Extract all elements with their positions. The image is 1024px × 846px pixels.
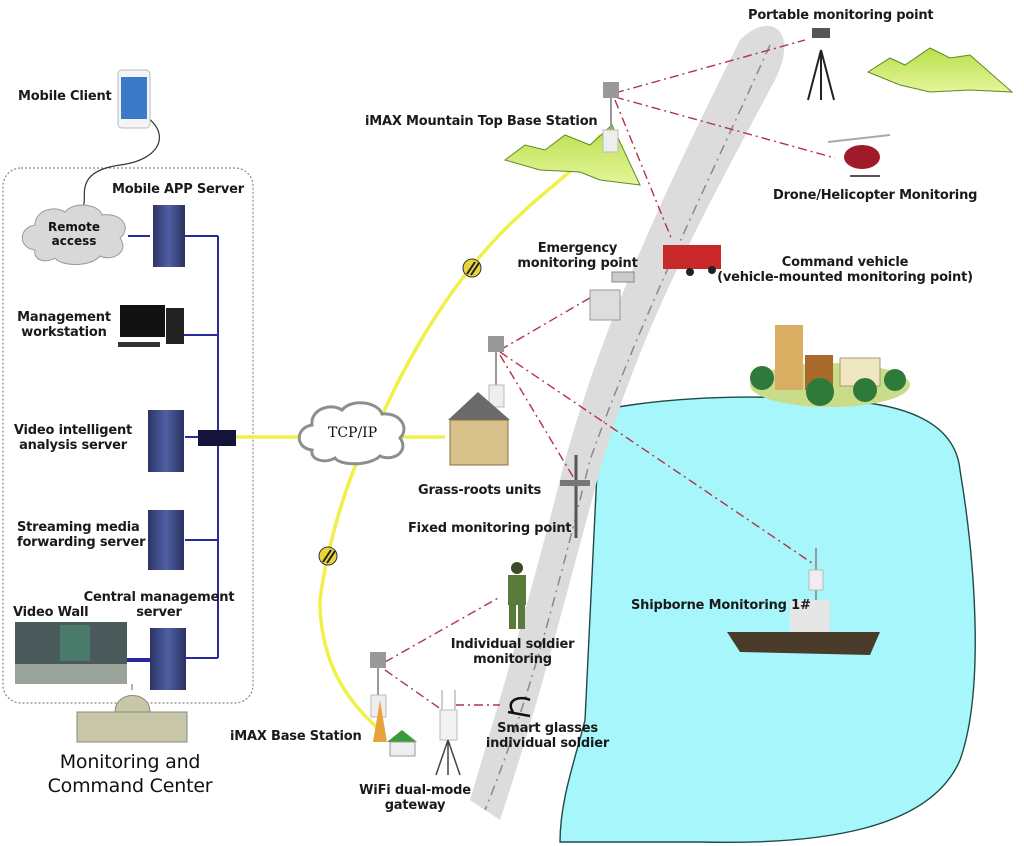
grass-roots-base-station-icon — [488, 336, 505, 408]
soldier-icon — [508, 562, 526, 629]
mobile-app-server-label: Mobile APP Server — [112, 182, 244, 197]
mobile-cable — [81, 117, 160, 209]
smart-glasses-label: Smart glasses individual soldier — [485, 721, 610, 751]
smart-glasses-line1: Smart glasses — [497, 721, 598, 736]
shipborne-monitoring-label: Shipborne Monitoring 1# — [631, 598, 811, 613]
grass-roots-units-label: Grass-roots units — [418, 483, 541, 498]
tcp-ip-cloud-icon — [297, 401, 406, 466]
mountain-icon — [866, 47, 1014, 93]
fixed-monitoring-pole-icon — [560, 455, 590, 538]
command-vehicle-label: Command vehicle (vehicle-mounted monitor… — [715, 255, 975, 285]
emergency-line2: monitoring point — [517, 256, 638, 271]
video-wall-label: Video Wall — [13, 605, 89, 620]
workstation-icon — [118, 305, 184, 347]
central-mgmt-line2: server — [136, 605, 182, 620]
soldier-monitoring-label: Individual soldier monitoring — [445, 637, 580, 667]
streaming-line1: Streaming media — [17, 520, 140, 535]
command-vehicle-line1: Command vehicle — [781, 255, 909, 270]
road-centerline — [484, 44, 771, 811]
streaming-line2: forwarding server — [17, 535, 146, 550]
central-mgmt-line1: Central management — [83, 590, 235, 605]
water-area — [559, 396, 976, 844]
central-mgmt-server-label: Central management server — [82, 590, 236, 620]
mountain-icon — [503, 124, 641, 186]
base-station-label: iMAX Base Station — [230, 729, 362, 744]
central-mgmt-server-icon — [150, 628, 186, 690]
command-center-title-line2: Command Center — [47, 775, 213, 797]
fire-truck-icon — [663, 245, 721, 276]
management-workstation-line1: Management — [17, 310, 111, 325]
smart-glasses-line2: individual soldier — [485, 736, 610, 751]
smart-glasses-icon — [507, 696, 531, 718]
soldier-line1: Individual soldier — [450, 637, 575, 652]
video-wall-icon — [15, 622, 127, 684]
mountain-base-station-icon — [602, 82, 619, 153]
remote-access-line2: access — [51, 234, 97, 248]
management-workstation-line2: workstation — [21, 325, 107, 340]
remote-access-cloud-icon — [21, 204, 126, 265]
video-analysis-line2: analysis server — [19, 438, 127, 453]
ship-icon — [727, 548, 880, 655]
video-analysis-server-label: Video intelligent analysis server — [8, 423, 138, 453]
capitol-building-icon — [76, 684, 188, 743]
tripod-camera-icon — [807, 28, 835, 101]
soldier-line2: monitoring — [473, 652, 552, 667]
mountain-base-station-label: iMAX Mountain Top Base Station — [365, 114, 598, 129]
mobile-client-label: Mobile Client — [18, 89, 112, 104]
drone-helicopter-label: Drone/Helicopter Monitoring — [773, 188, 978, 203]
emergency-camera-icon — [589, 271, 635, 321]
command-vehicle-line2: (vehicle-mounted monitoring point) — [717, 270, 973, 285]
command-center-title: Monitoring and Command Center — [30, 750, 230, 798]
link-connector-icon — [318, 546, 338, 566]
network-switch-icon — [198, 430, 236, 446]
emergency-line1: Emergency — [537, 241, 618, 256]
mobile-phone-icon — [117, 69, 151, 129]
management-workstation-label: Management workstation — [14, 310, 114, 340]
house-icon — [448, 392, 510, 466]
fixed-monitoring-point-label: Fixed monitoring point — [408, 521, 572, 536]
town-icon — [750, 325, 910, 407]
streaming-server-icon — [148, 510, 184, 570]
link-connector-icon — [462, 258, 482, 278]
eiffel-tower-icon — [373, 700, 387, 742]
wireless-links — [384, 39, 836, 713]
video-analysis-server-icon — [148, 410, 184, 472]
mobile-app-server-icon — [153, 205, 185, 267]
remote-access-line1: Remote — [47, 220, 100, 234]
portable-monitoring-point-label: Portable monitoring point — [748, 8, 934, 23]
wifi-gateway-line2: gateway — [384, 798, 446, 813]
helicopter-icon — [827, 134, 891, 177]
wifi-gateway-line1: WiFi dual-mode — [359, 783, 471, 798]
small-house-icon — [387, 730, 417, 757]
command-center-title-line1: Monitoring and — [59, 751, 201, 773]
video-analysis-line1: Video intelligent — [13, 423, 133, 438]
emergency-monitoring-label: Emergency monitoring point — [515, 241, 640, 271]
wifi-gateway-label: WiFi dual-mode gateway — [355, 783, 475, 813]
remote-access-label: Remote access — [42, 220, 106, 248]
tcp-ip-label: TCP/IP — [328, 425, 378, 441]
wifi-gateway-icon — [435, 690, 461, 776]
base-station-icon — [370, 652, 387, 718]
streaming-server-label: Streaming media forwarding server — [17, 520, 146, 550]
